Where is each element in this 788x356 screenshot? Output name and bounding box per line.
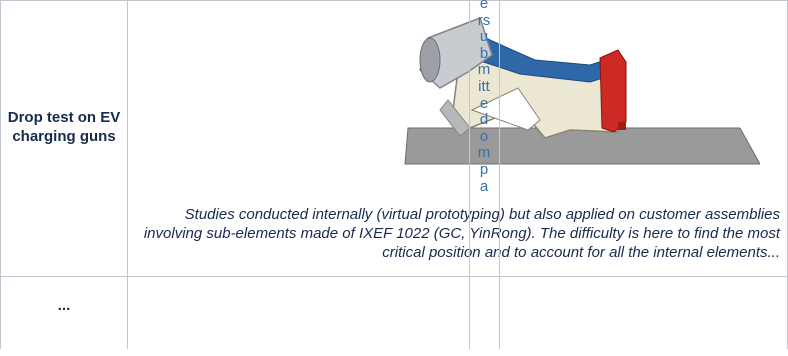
row-label-drop-test: Drop test on EV charging guns: [7, 109, 121, 145]
narrow-column-left-line: [469, 0, 470, 349]
link-fragment[interactable]: itt: [478, 77, 490, 95]
wrapped-link-text[interactable]: e rs u b m itt e d o m p a: [469, 0, 499, 356]
table-border-left: [0, 0, 1, 349]
ev-charging-gun-image: [400, 10, 761, 170]
table-border-top: [0, 0, 788, 1]
link-fragment[interactable]: m: [477, 144, 491, 162]
link-fragment[interactable]: e: [479, 0, 489, 12]
row-divider: [0, 276, 788, 277]
row-description: Studies conducted internally (virtual pr…: [143, 206, 780, 261]
link-fragment[interactable]: p: [479, 160, 489, 178]
link-fragment[interactable]: u: [479, 28, 489, 46]
narrow-column-right-line: [499, 0, 500, 349]
link-fragment[interactable]: m: [477, 61, 491, 79]
row-label-ellipsis: ...: [57, 297, 71, 314]
link-fragment[interactable]: a: [479, 177, 489, 195]
link-fragment[interactable]: o: [479, 127, 489, 145]
link-fragment[interactable]: e: [479, 94, 489, 112]
link-fragment[interactable]: rs: [477, 11, 491, 29]
column-divider: [127, 0, 128, 349]
link-fragment[interactable]: b: [479, 44, 489, 62]
link-fragment[interactable]: d: [479, 111, 489, 129]
